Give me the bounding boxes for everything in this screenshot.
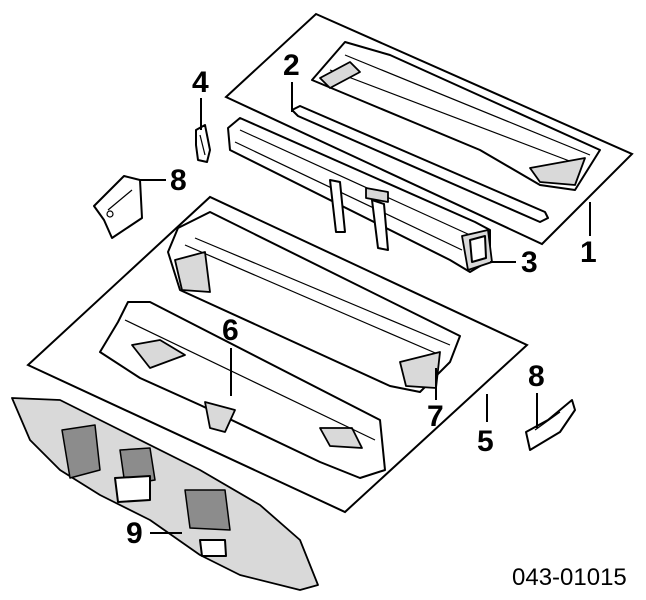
callout-2: 2 xyxy=(283,49,300,82)
leader-lines xyxy=(140,82,591,534)
cowl-panel-part-6 xyxy=(99,301,386,479)
dash-insulator xyxy=(11,397,319,591)
callout-4: 4 xyxy=(192,66,209,99)
callout-8-left: 8 xyxy=(170,164,187,197)
bracket-part-8-right xyxy=(525,399,576,451)
figure-code: 043-01015 xyxy=(512,564,627,591)
callout-9: 9 xyxy=(126,517,143,550)
callout-5: 5 xyxy=(477,425,494,458)
lower-assembly-frame xyxy=(26,195,529,514)
callout-3: 3 xyxy=(521,246,538,279)
cowl-top-panel xyxy=(311,41,601,191)
bracket-part-4 xyxy=(195,124,211,163)
cowl-cross-member xyxy=(227,117,493,273)
cowl-panel-part-7 xyxy=(167,211,461,393)
callout-6: 6 xyxy=(222,314,239,347)
upper-assembly-frame xyxy=(224,12,634,246)
callout-1: 1 xyxy=(580,236,597,269)
cowl-strip xyxy=(291,105,549,223)
callout-7: 7 xyxy=(427,400,444,433)
bracket-part-8-left xyxy=(93,175,143,239)
callout-8-right: 8 xyxy=(528,360,545,393)
